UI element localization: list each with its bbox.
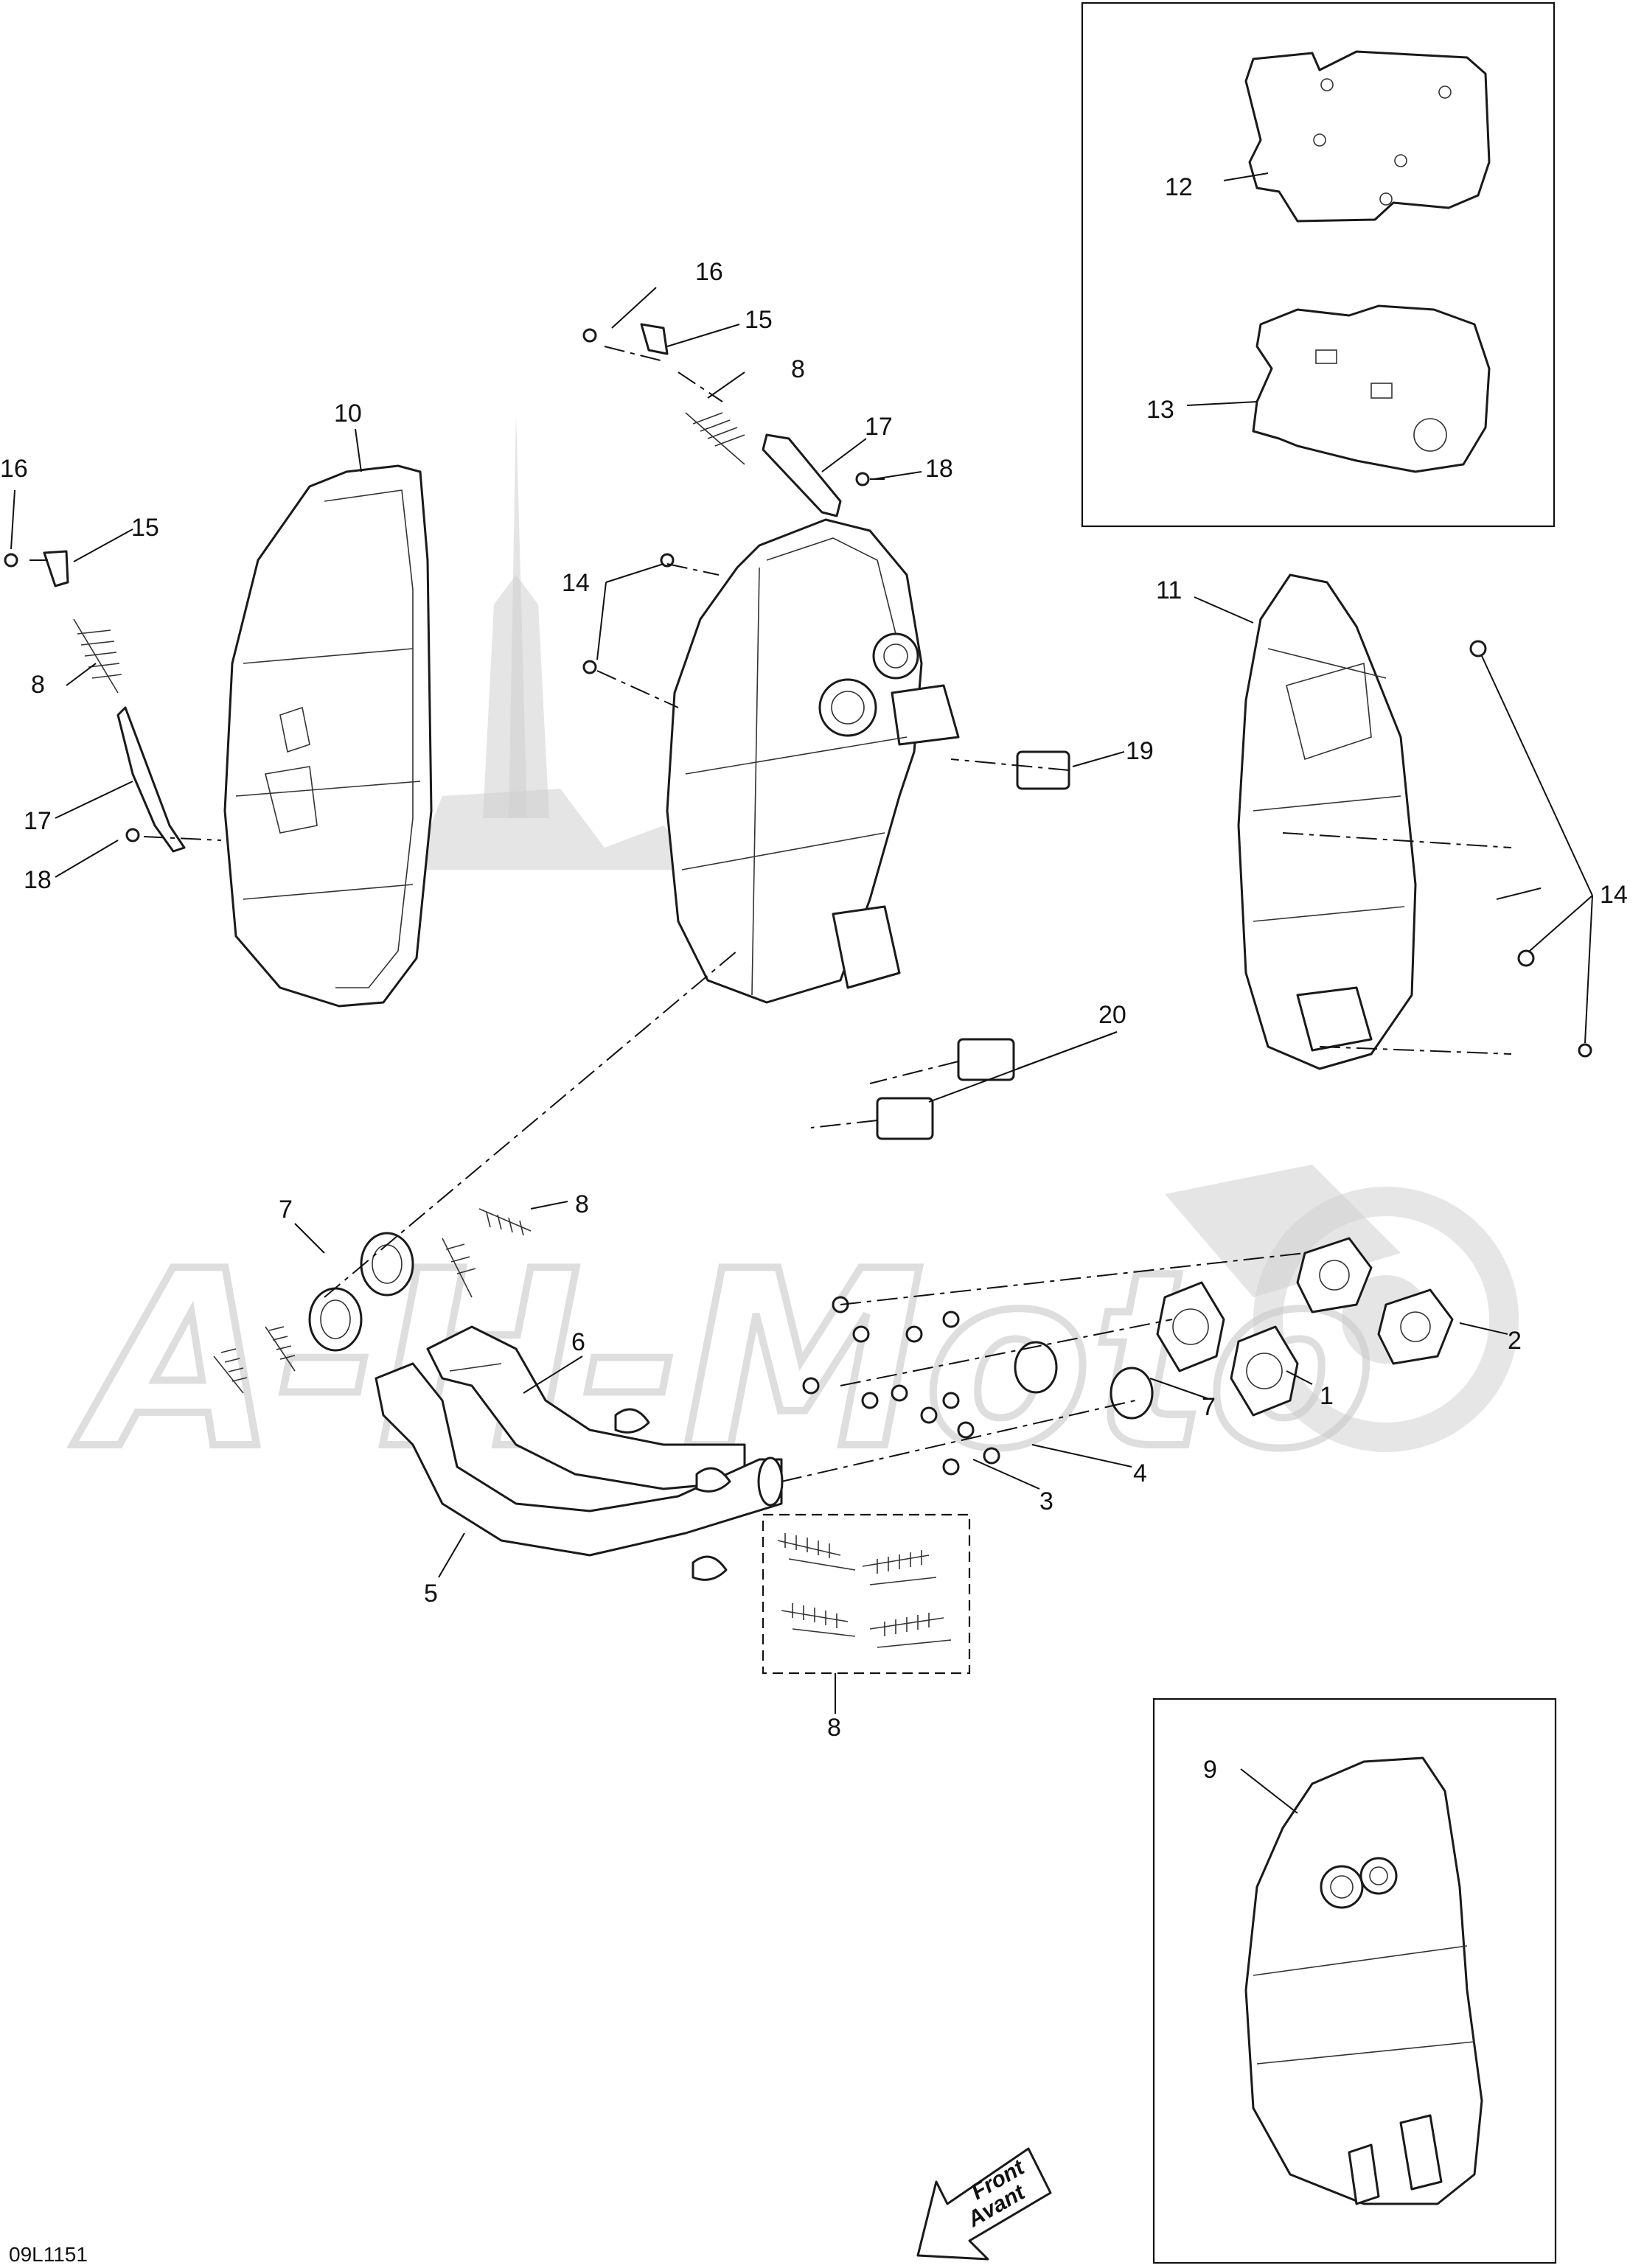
- muffler-cover-10: [223, 464, 433, 1008]
- callout-7-left: 7: [279, 1196, 293, 1224]
- assembly-lines: [29, 346, 1512, 1482]
- callout-1: 1: [1320, 1382, 1334, 1410]
- leader-lines: [10, 172, 1593, 1814]
- callout-8-pipes: 8: [575, 1190, 589, 1218]
- callout-15-left: 15: [131, 514, 159, 542]
- gasket-2: [1296, 1237, 1454, 1365]
- callout-9: 9: [1203, 1756, 1217, 1784]
- callout-18-top: 18: [925, 455, 953, 483]
- heat-shield-13: [1252, 304, 1491, 473]
- rubber-20a: [957, 1038, 1015, 1081]
- drawing-code: 09L1151: [9, 2243, 88, 2266]
- callout-13: 13: [1146, 396, 1174, 424]
- springs-kit: [777, 1533, 952, 1648]
- callout-8-kit: 8: [827, 1714, 841, 1742]
- main-muffler: [666, 518, 960, 1004]
- callout-4: 4: [1133, 1459, 1147, 1487]
- callout-16-left: 16: [0, 455, 28, 483]
- inset-box-heat-shields: [1081, 1, 1556, 528]
- flange-1: [1156, 1281, 1299, 1417]
- pipe-springs: [213, 1208, 731, 1581]
- inset-box-muffler-assembly: [1152, 1697, 1557, 2264]
- exhaust-pipe-6: [426, 1325, 746, 1490]
- front-direction-arrow: Front Avant: [916, 2147, 1052, 2261]
- callout-14-right: 14: [1600, 881, 1628, 909]
- callout-3: 3: [1039, 1487, 1053, 1515]
- callout-17-top: 17: [865, 413, 893, 441]
- callout-7-right: 7: [1202, 1393, 1216, 1421]
- muffler-assembly-9: [1244, 1756, 1483, 2205]
- callout-6: 6: [571, 1328, 585, 1356]
- callout-10: 10: [334, 399, 362, 428]
- callout-16-top: 16: [695, 258, 723, 286]
- callout-12: 12: [1165, 173, 1193, 201]
- callout-20: 20: [1098, 1001, 1126, 1029]
- callout-5: 5: [424, 1580, 438, 1608]
- callout-19: 19: [1126, 737, 1154, 765]
- top-bracket-cluster: [582, 323, 870, 674]
- callout-2: 2: [1508, 1327, 1522, 1355]
- callout-18-left: 18: [24, 866, 52, 894]
- gasket-rings-7: [308, 1232, 1154, 1420]
- muffler-cover-11: [1237, 573, 1592, 1070]
- callout-8-left: 8: [31, 671, 45, 699]
- callout-14-center: 14: [562, 569, 590, 597]
- heat-shield-12: [1244, 50, 1491, 223]
- callout-8-top: 8: [791, 355, 805, 383]
- bolts-nuts: [802, 1296, 1000, 1476]
- left-bracket-cluster: [4, 550, 186, 853]
- springs-kit-box: [762, 1513, 971, 1675]
- callout-11: 11: [1156, 576, 1182, 604]
- rubber-20b: [876, 1097, 934, 1140]
- callouts: 1 2 3 4 5 6 7 7 8 8 8 8 9 10 11 12 13 14…: [0, 173, 1628, 1784]
- callout-17-left: 17: [24, 807, 52, 835]
- callout-15-top: 15: [745, 306, 773, 334]
